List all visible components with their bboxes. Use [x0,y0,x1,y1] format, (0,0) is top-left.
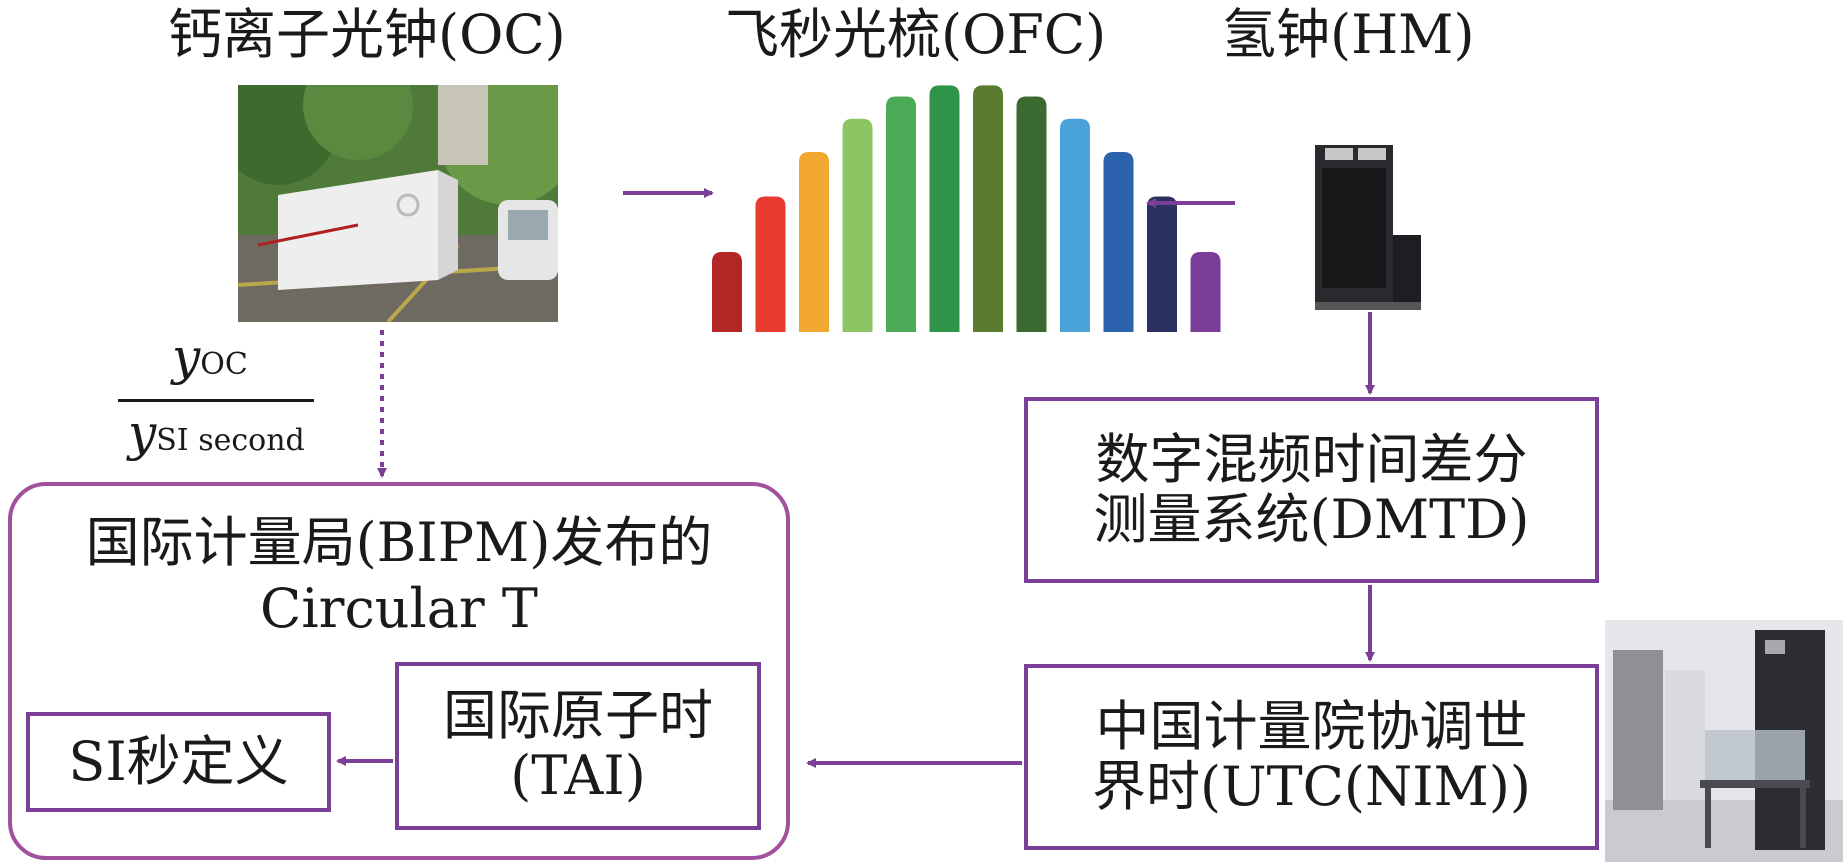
tai-box: 国际原子时 (TAI) [395,662,761,830]
optical-clock-title: 钙离子光钟(OC) [168,3,566,66]
comb-tooth [929,85,960,332]
dmtd-box: 数字混频时间差分 测量系统(DMTD) [1024,397,1599,583]
circular-t-label: 国际计量局(BIPM)发布的 Circular T [28,510,770,642]
circular-t-line2: Circular T [260,576,538,640]
dmtd-line2: 测量系统(DMTD) [1093,488,1530,551]
comb-tooth [1103,152,1134,332]
comb-tooth [973,85,1003,332]
denominator-var: y [128,404,157,462]
frequency-comb-title: 飞秒光梳(OFC) [725,3,1107,66]
numerator-sub: OC [200,347,248,382]
lab-equipment-photo [1605,620,1843,862]
hydrogen-maser-title: 氢钟(HM) [1222,3,1475,66]
fraction-numerator: yOC [172,328,248,386]
utc-line2: 界时(UTC(NIM)) [1092,755,1531,818]
hydrogen-maser-photo [1310,140,1425,312]
utc-line1: 中国计量院协调世 [1095,694,1528,758]
tai-line1: 国际原子时 [443,683,713,747]
si-second-box: SI秒定义 [26,712,331,812]
comb-tooth [886,96,916,332]
fraction-denominator: ySI second [128,404,305,462]
comb-tooth [1016,96,1047,332]
comb-tooth [799,152,829,332]
numerator-var: y [172,328,201,386]
si-second-label: SI秒定义 [68,729,289,793]
comb-tooth [1060,118,1090,332]
circular-t-line1: 国际计量局(BIPM)发布的 [85,511,713,574]
comb-tooth [842,118,873,332]
comb-tooth [1147,196,1177,332]
comb-tooth [712,252,742,332]
tai-line2: (TAI) [510,744,646,807]
utc-nim-box: 中国计量院协调世 界时(UTC(NIM)) [1024,664,1599,850]
optical-clock-photo [238,85,558,322]
circular-t-container [8,482,790,860]
fraction-bar [118,399,314,402]
comb-tooth [1190,252,1221,332]
dmtd-line1: 数字混频时间差分 [1095,427,1528,491]
denominator-sub: SI second [156,423,305,458]
comb-tooth [755,196,786,332]
